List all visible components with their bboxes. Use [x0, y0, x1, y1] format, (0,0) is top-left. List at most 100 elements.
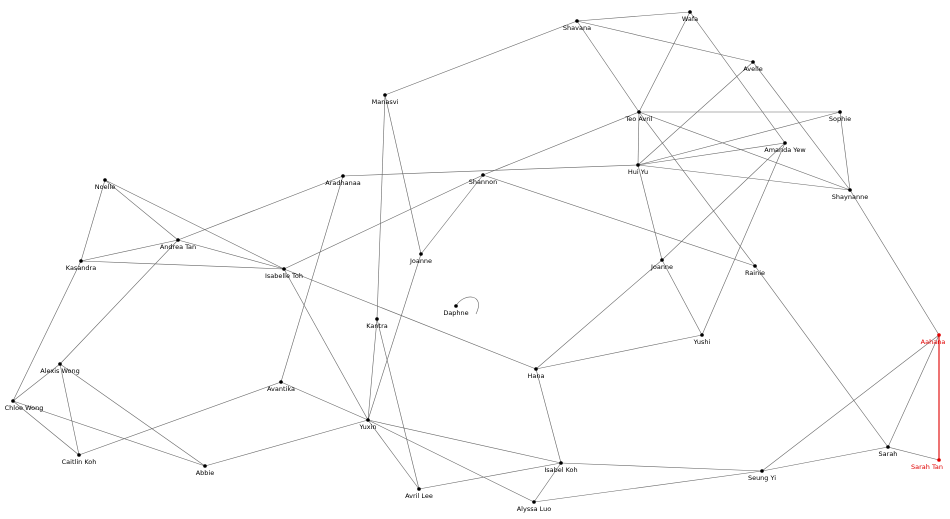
node-label: Yushi — [693, 338, 711, 346]
edge-shavana-avelle — [576, 20, 754, 63]
node-dot[interactable] — [534, 367, 538, 371]
node-sarah[interactable]: Sarah — [879, 445, 898, 458]
node-dot[interactable] — [375, 317, 379, 321]
edge-kantra-yuxin — [367, 318, 378, 421]
edge-chloe_wong-caitlin_koh — [12, 400, 80, 456]
node-alyssa-luo[interactable]: Alyssa Luo — [517, 500, 552, 513]
node-dot[interactable] — [11, 399, 15, 403]
node-dot[interactable] — [481, 173, 485, 177]
node-amanda-yew[interactable]: Amanda Yew — [764, 141, 806, 154]
node-yushi[interactable]: Yushi — [693, 333, 711, 346]
node-dot[interactable] — [751, 60, 755, 64]
node-rainie[interactable]: Rainie — [745, 264, 765, 277]
node-daphne[interactable]: Daphne — [443, 304, 469, 317]
node-avril-lee[interactable]: Avril Lee — [405, 487, 433, 500]
edge-rainie-sarah — [754, 265, 889, 448]
node-dot[interactable] — [341, 174, 345, 178]
node-isabel-koh[interactable]: Isabel Koh — [544, 461, 578, 474]
node-joanne1[interactable]: Joanne — [409, 252, 432, 265]
self-loops-layer — [455, 296, 479, 315]
node-isabelle-toh[interactable]: Isabelle Toh — [265, 267, 303, 280]
node-label: Aradhanaa — [325, 179, 360, 187]
node-dot[interactable] — [532, 500, 536, 504]
node-avelle[interactable]: Avelle — [743, 60, 763, 73]
node-dot[interactable] — [848, 188, 852, 192]
node-dot[interactable] — [383, 93, 387, 97]
edge-yushi-hana — [535, 334, 703, 370]
node-label: Alyssa Luo — [517, 505, 552, 513]
node-dot[interactable] — [103, 178, 107, 182]
node-kasandra[interactable]: Kasandra — [66, 259, 96, 272]
node-sarah-tan[interactable]: Sarah Tan — [911, 458, 943, 471]
edge-isabelle_toh-hana — [283, 268, 537, 370]
node-dot[interactable] — [454, 304, 458, 308]
node-label: Avelle — [743, 65, 763, 73]
node-label: Avril Lee — [405, 492, 433, 500]
edge-yuxin-avril_lee — [367, 419, 420, 490]
node-dot[interactable] — [637, 110, 641, 114]
edge-isabel_koh-alyssa_luo — [533, 462, 562, 503]
node-dot[interactable] — [559, 461, 563, 465]
node-aradhanaa[interactable]: Aradhanaa — [325, 174, 361, 187]
node-dot[interactable] — [838, 110, 842, 114]
node-dot[interactable] — [77, 453, 81, 457]
node-chloe-wong[interactable]: Chloe Wong — [5, 399, 44, 412]
node-sophie[interactable]: Sophie — [829, 110, 851, 123]
edge-wafa-teo_avril — [638, 11, 691, 113]
node-joanne2[interactable]: Joanne — [650, 258, 673, 271]
node-dot[interactable] — [688, 10, 692, 14]
node-label: Hui Yu — [628, 168, 648, 176]
node-noelle[interactable]: Noelle — [95, 178, 115, 191]
edge-isabel_koh-avril_lee — [418, 462, 562, 490]
node-dot[interactable] — [636, 163, 640, 167]
node-dot[interactable] — [58, 362, 62, 366]
node-teo-avril[interactable]: Teo Avril — [624, 110, 653, 123]
node-manasvi[interactable]: Manasvi — [372, 93, 399, 106]
edge-teo_avril-rainie — [638, 111, 756, 267]
node-dot[interactable] — [660, 258, 664, 262]
edge-amanda_yew-hui_yu — [637, 142, 786, 166]
edge-avantika-yuxin — [280, 381, 369, 421]
node-shannon[interactable]: Shannon — [469, 173, 498, 186]
node-dot[interactable] — [783, 141, 787, 145]
node-dot[interactable] — [366, 418, 370, 422]
edge-andrea_tan-isabelle_toh — [177, 239, 285, 270]
node-wafa[interactable]: Wafa — [682, 10, 698, 23]
node-andrea-tan[interactable]: Andrea Tan — [160, 238, 196, 251]
edge-alexis_wong-caitlin_koh — [59, 363, 80, 456]
edge-avelle-shaynanne — [752, 61, 851, 191]
node-hui-yu[interactable]: Hui Yu — [628, 163, 648, 176]
node-dot[interactable] — [760, 469, 764, 473]
node-shaynanne[interactable]: Shaynanne — [832, 188, 868, 201]
node-aahana[interactable]: Aahana — [921, 333, 946, 346]
edge-teo_avril-hui_yu — [637, 111, 640, 166]
node-dot[interactable] — [937, 333, 941, 337]
edge-joanne2-hana — [535, 259, 663, 370]
node-dot[interactable] — [279, 380, 283, 384]
node-dot[interactable] — [79, 259, 83, 263]
node-seung-yi[interactable]: Seung Yi — [748, 469, 776, 482]
node-dot[interactable] — [176, 238, 180, 242]
edge-isabel_koh-seung_yi — [560, 462, 763, 472]
node-label: Isabel Koh — [544, 466, 577, 474]
node-abbie[interactable]: Abbie — [196, 464, 215, 477]
node-dot[interactable] — [937, 458, 941, 462]
node-dot[interactable] — [282, 267, 286, 271]
node-label: Wafa — [682, 15, 698, 23]
node-dot[interactable] — [886, 445, 890, 449]
node-avantika[interactable]: Avantika — [267, 380, 295, 393]
node-hana[interactable]: Hana — [528, 367, 545, 380]
node-dot[interactable] — [700, 333, 704, 337]
edge-shannon-isabelle_toh — [283, 174, 484, 270]
node-shavana[interactable]: Shavana — [563, 19, 591, 32]
node-alexis-wong[interactable]: Alexis Wong — [40, 362, 80, 375]
node-caitlin-koh[interactable]: Caitlin Koh — [62, 453, 97, 466]
node-dot[interactable] — [417, 487, 421, 491]
node-label: Daphne — [443, 309, 468, 317]
node-dot[interactable] — [575, 19, 579, 23]
node-dot[interactable] — [203, 464, 207, 468]
node-yuxin[interactable]: Yuxin — [358, 418, 377, 431]
node-dot[interactable] — [419, 252, 423, 256]
node-kantra[interactable]: Kantra — [366, 317, 388, 330]
node-dot[interactable] — [753, 264, 757, 268]
